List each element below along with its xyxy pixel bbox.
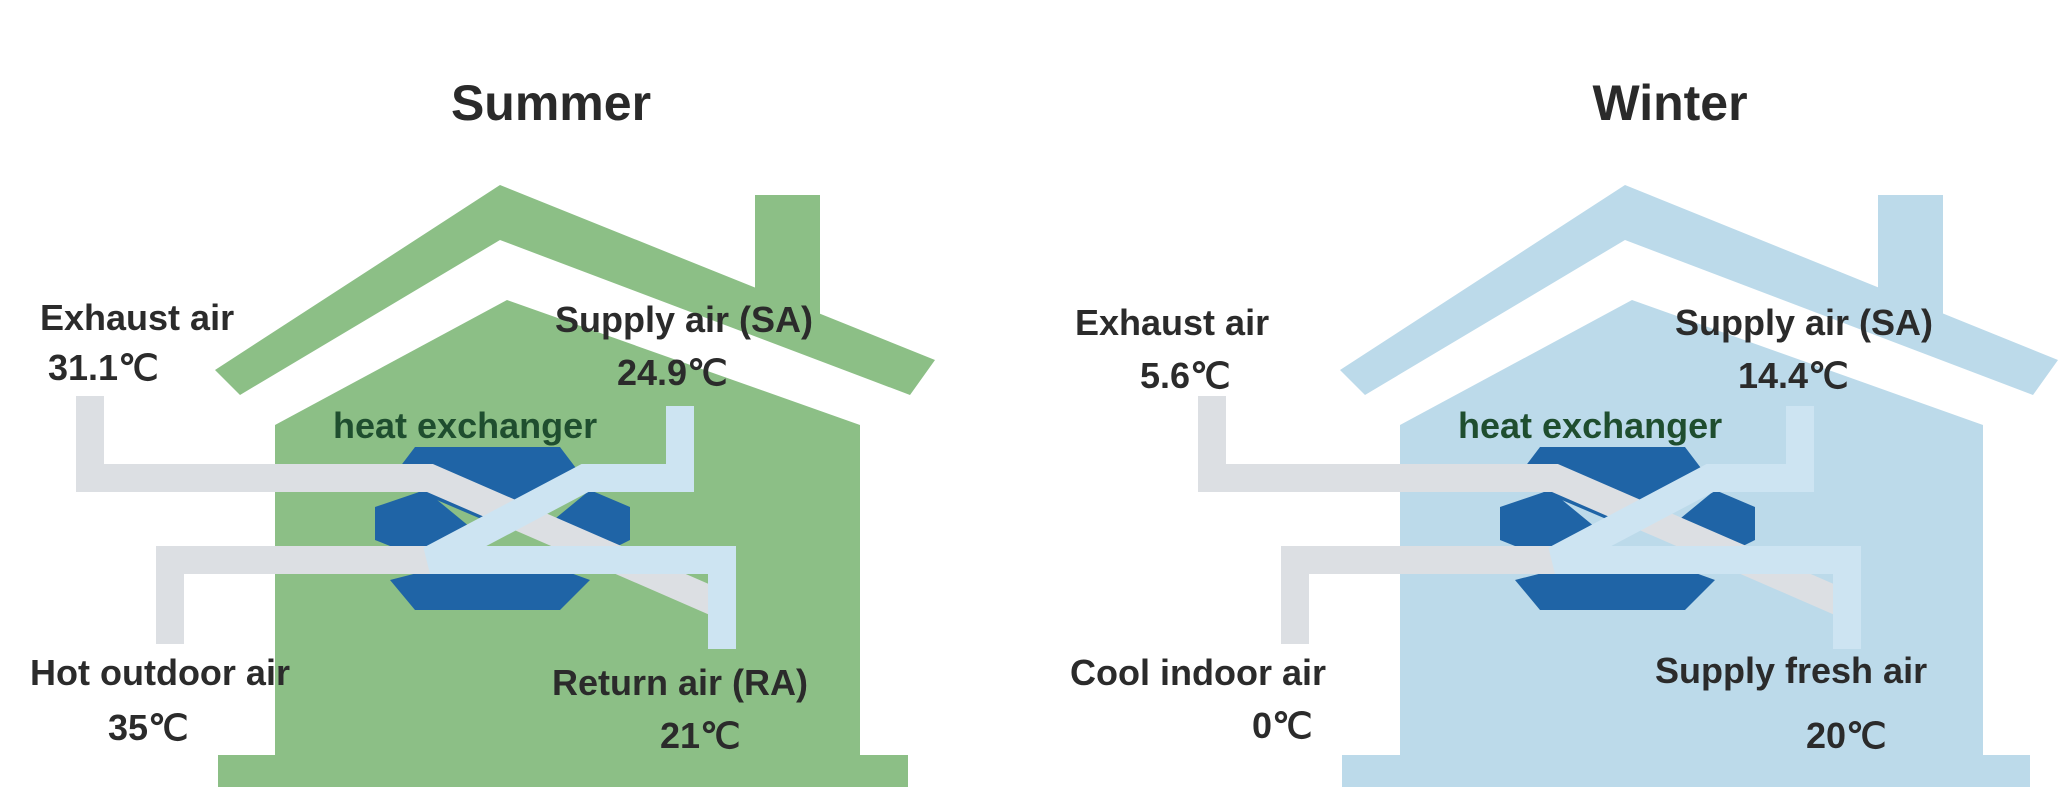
summer-chimney xyxy=(755,195,820,330)
winter-chimney xyxy=(1878,195,1943,330)
summer-outdoor-temp: 35℃ xyxy=(108,707,188,748)
winter-heat-exchanger-label: heat exchanger xyxy=(1458,405,1722,446)
summer-return-temp: 21℃ xyxy=(660,715,740,756)
summer-supply-label: Supply air (SA) xyxy=(555,299,813,340)
summer-ducts xyxy=(76,396,736,649)
winter-outdoor-label: Cool indoor air xyxy=(1070,652,1326,693)
summer-exhaust-label: Exhaust air xyxy=(40,297,234,338)
summer-title: Summer xyxy=(451,75,651,131)
winter-supply-temp: 14.4℃ xyxy=(1738,355,1849,396)
winter-supply-label: Supply air (SA) xyxy=(1675,302,1933,343)
winter-roof xyxy=(1340,185,2058,395)
winter-panel: Winter Exhaust air 5.6℃ Supply air (SA) … xyxy=(1070,75,2058,787)
winter-return-label: Supply fresh air xyxy=(1655,650,1927,691)
summer-return-label: Return air (RA) xyxy=(552,662,808,703)
winter-exhaust-temp: 5.6℃ xyxy=(1140,355,1230,396)
summer-roof xyxy=(215,185,935,395)
winter-ducts xyxy=(1198,396,1861,649)
winter-title: Winter xyxy=(1592,75,1747,131)
summer-exhaust-temp: 31.1℃ xyxy=(48,347,159,388)
winter-outdoor-temp: 0℃ xyxy=(1252,705,1312,746)
summer-outdoor-label: Hot outdoor air xyxy=(30,652,290,693)
summer-supply-temp: 24.9℃ xyxy=(617,352,728,393)
winter-return-temp: 20℃ xyxy=(1806,715,1886,756)
summer-house-base xyxy=(218,755,908,787)
summer-heat-exchanger-label: heat exchanger xyxy=(333,405,597,446)
winter-house-base xyxy=(1342,755,2030,787)
winter-exhaust-label: Exhaust air xyxy=(1075,302,1269,343)
summer-panel: Summer Exhaust air 31.1℃ xyxy=(30,75,935,787)
